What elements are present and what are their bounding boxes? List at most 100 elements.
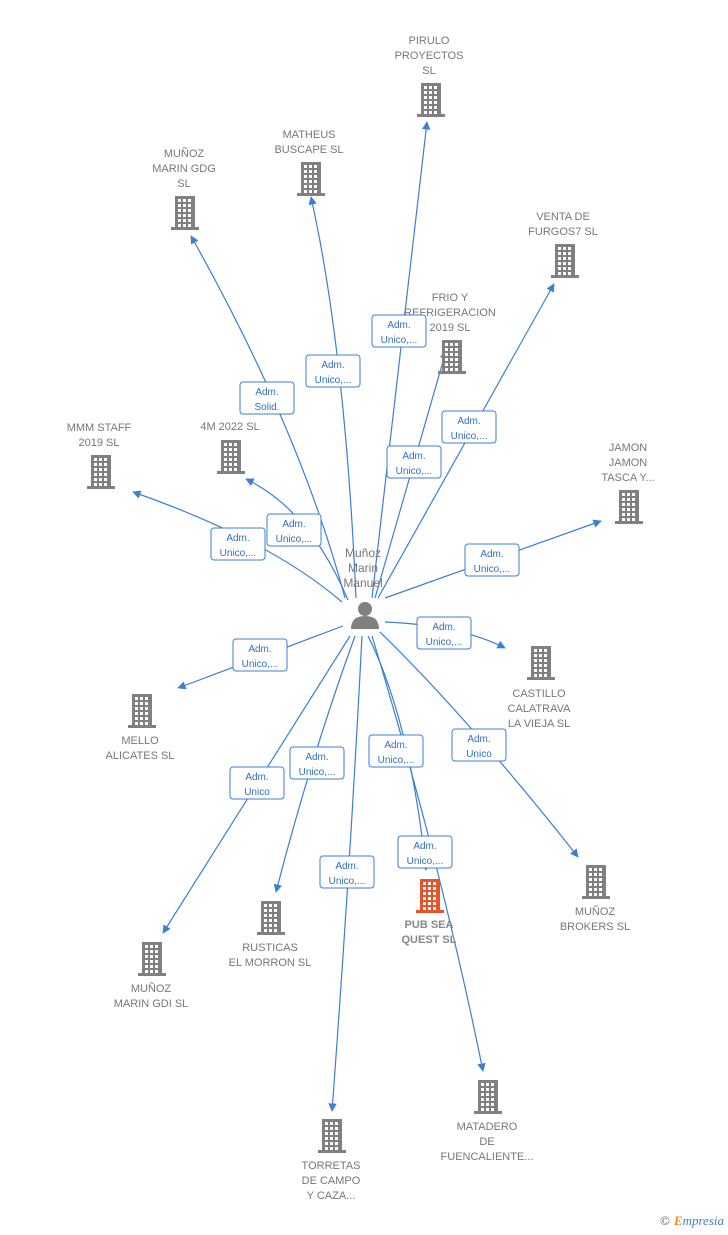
- company-name: SL: [422, 65, 435, 77]
- person-icon[interactable]: [351, 602, 379, 629]
- relation-label-box[interactable]: [397, 835, 453, 869]
- relation-label-box[interactable]: [319, 855, 375, 889]
- company-name: MARIN GDI SL: [114, 998, 189, 1010]
- relation-label-munoz_gdi[interactable]: Adm.Unico: [229, 766, 285, 800]
- relation-label-text: Unico,...: [474, 564, 511, 575]
- relation-label-box[interactable]: [416, 616, 472, 650]
- building-icon[interactable]: [128, 694, 156, 728]
- company-name: MARIN GDG: [152, 163, 216, 175]
- building-icon[interactable]: [297, 162, 325, 196]
- company-node-munoz_brokers[interactable]: MUÑOZ BROKERS SL: [560, 865, 630, 933]
- company-name: 4M 2022 SL: [200, 421, 259, 433]
- building-icon[interactable]: [416, 879, 444, 913]
- building-icon[interactable]: [138, 942, 166, 976]
- relation-label-box[interactable]: [266, 513, 322, 547]
- company-name: JAMON: [609, 457, 648, 469]
- relation-label-pub[interactable]: Adm.Unico,...: [368, 734, 424, 768]
- company-name: BROKERS SL: [560, 921, 630, 933]
- relation-label-text: Adm.: [226, 533, 249, 544]
- person-name: Marin: [348, 561, 378, 575]
- company-name: Y CAZA...: [307, 1190, 356, 1202]
- building-icon[interactable]: [217, 440, 245, 474]
- relation-label-venta[interactable]: Adm.Unico,...: [441, 410, 497, 444]
- relation-label-box[interactable]: [371, 314, 427, 348]
- relation-label-box[interactable]: [451, 728, 507, 762]
- relation-label-box[interactable]: [239, 381, 295, 415]
- relation-label-text: Adm.: [245, 772, 268, 783]
- relation-label-rusticas[interactable]: Adm.Unico,...: [289, 746, 345, 780]
- company-node-pirulo[interactable]: PIRULO PROYECTOS SL: [395, 35, 464, 117]
- building-icon[interactable]: [474, 1080, 502, 1114]
- company-name: SL: [177, 178, 190, 190]
- relation-label-text: Adm.: [305, 752, 328, 763]
- building-icon[interactable]: [87, 455, 115, 489]
- relation-label-text: Unico,...: [242, 659, 279, 670]
- company-node-matadero[interactable]: MATADERODEFUENCALIENTE...: [441, 1080, 534, 1163]
- relation-label-frio[interactable]: Adm.Unico,...: [386, 445, 442, 479]
- relation-label-box[interactable]: [305, 354, 361, 388]
- company-name: PROYECTOS: [395, 50, 464, 62]
- relation-label-pirulo[interactable]: Adm.Unico,...: [371, 314, 427, 348]
- relation-label-jamon[interactable]: Adm. Unico,...: [464, 543, 520, 577]
- relation-label-text: Unico,...: [276, 534, 313, 545]
- relation-label-box[interactable]: [210, 527, 266, 561]
- company-name: PIRULO: [409, 35, 450, 47]
- building-icon[interactable]: [257, 901, 285, 935]
- building-icon[interactable]: [438, 340, 466, 374]
- relation-label-box[interactable]: [386, 445, 442, 479]
- relation-label-torretas[interactable]: Adm.Unico,...: [319, 855, 375, 889]
- edge-munoz_gdg: [190, 235, 346, 599]
- company-name: JAMON: [609, 442, 648, 454]
- building-icon[interactable]: [318, 1119, 346, 1153]
- company-name: MUÑOZ: [131, 982, 172, 995]
- building-icon[interactable]: [551, 244, 579, 278]
- company-name: PUB SEA: [405, 919, 454, 931]
- building-icon[interactable]: [582, 865, 610, 899]
- relation-label-box[interactable]: [368, 734, 424, 768]
- relation-label-matadero[interactable]: Adm.Unico,...: [397, 835, 453, 869]
- relation-label-box[interactable]: [229, 766, 285, 800]
- relation-label-box[interactable]: [464, 543, 520, 577]
- building-icon[interactable]: [417, 83, 445, 117]
- copyright-symbol: ©: [660, 1213, 670, 1228]
- company-name: TORRETAS: [302, 1160, 361, 1172]
- relation-label-munoz_gdg[interactable]: Adm.Solid.: [239, 381, 295, 415]
- company-name: 2019 SL: [430, 322, 471, 334]
- company-name: MATHEUS: [283, 129, 336, 141]
- building-icon[interactable]: [527, 646, 555, 680]
- company-node-munoz_gdi[interactable]: MUÑOZ MARIN GDI SL: [114, 942, 189, 1010]
- relation-label-munoz_brokers[interactable]: Adm.Unico: [451, 728, 507, 762]
- relation-label-castillo[interactable]: Adm.Unico,...: [416, 616, 472, 650]
- relation-label-box[interactable]: [441, 410, 497, 444]
- person-name: Manuel: [343, 576, 382, 590]
- relation-label-text: Adm.: [480, 549, 503, 560]
- relation-label-matheus[interactable]: Adm.Unico,...: [305, 354, 361, 388]
- relation-label-text: Adm.: [255, 387, 278, 398]
- relation-label-mmm[interactable]: Adm.Unico,...: [210, 527, 266, 561]
- relation-label-box[interactable]: [232, 638, 288, 672]
- building-icon[interactable]: [171, 196, 199, 230]
- relation-label-text: Adm.: [457, 416, 480, 427]
- relation-label-mello[interactable]: Adm.Unico,...: [232, 638, 288, 672]
- building-icon[interactable]: [615, 490, 643, 524]
- edge-pirulo: [371, 121, 431, 599]
- company-name: REFRIGERACION: [404, 307, 496, 319]
- relation-label-4m[interactable]: Adm.Unico,...: [266, 513, 322, 547]
- company-node-4m[interactable]: 4M 2022 SL: [200, 421, 260, 474]
- relation-label-text: Adm.: [335, 861, 358, 872]
- relation-label-box[interactable]: [289, 746, 345, 780]
- company-name: MUÑOZ: [575, 905, 616, 918]
